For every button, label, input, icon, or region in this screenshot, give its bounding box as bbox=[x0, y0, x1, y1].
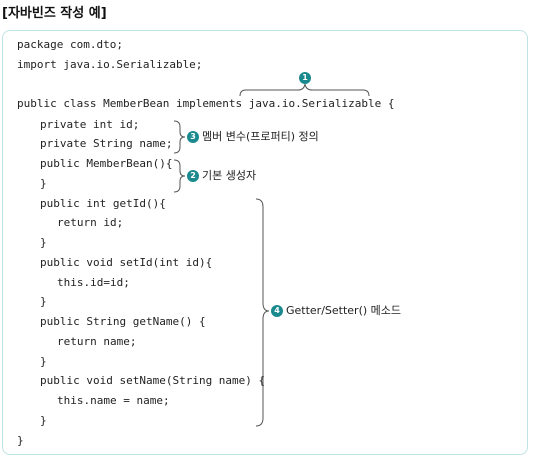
code-example-box bbox=[2, 30, 528, 455]
annotation-badge-1: 1 bbox=[299, 72, 311, 84]
code-line-package: package com.dto; bbox=[17, 38, 123, 51]
code-line-getname-close: } bbox=[40, 355, 47, 368]
code-line-class-decl: public class MemberBean implements java.… bbox=[17, 97, 395, 110]
annotation-fields-text: 멤버 변수(프로퍼티) 정의 bbox=[202, 130, 319, 143]
code-line-setid: public void setId(int id){ bbox=[40, 256, 213, 269]
code-line-constructor-close: } bbox=[40, 177, 47, 190]
annotation-badge-2: 2 bbox=[187, 170, 199, 182]
code-line-setname-close: } bbox=[40, 414, 47, 427]
annotation-getters-setters-text: Getter/Setter() 메소드 bbox=[286, 304, 402, 317]
code-line-return-id: return id; bbox=[57, 216, 124, 229]
code-line-constructor: public MemberBean(){ bbox=[40, 157, 173, 170]
annotation-badge-4: 4 bbox=[271, 305, 283, 317]
code-line-getid: public int getId(){ bbox=[40, 197, 166, 210]
code-line-class-close: } bbox=[17, 434, 24, 447]
code-line-return-name: return name; bbox=[57, 335, 137, 348]
code-line-getid-close: } bbox=[40, 236, 47, 249]
annotation-constructor-text: 기본 생성자 bbox=[202, 169, 257, 182]
brace-horizontal-1 bbox=[239, 83, 370, 97]
code-line-setname: public void setName(String name) { bbox=[40, 374, 266, 387]
brace-getters-setters bbox=[255, 198, 270, 427]
code-line-field-name: private String name; bbox=[40, 137, 173, 150]
code-line-field-id: private int id; bbox=[40, 118, 140, 131]
code-line-assign-id: this.id=id; bbox=[57, 276, 130, 289]
code-line-import: import java.io.Serializable; bbox=[17, 58, 203, 71]
brace-constructor bbox=[173, 159, 186, 193]
annotation-badge-3: 3 bbox=[187, 131, 199, 143]
code-line-assign-name: this.name = name; bbox=[57, 394, 170, 407]
page-title: [자바빈즈 작성 예] bbox=[2, 6, 107, 21]
code-line-getname: public String getName() { bbox=[40, 315, 206, 328]
brace-fields bbox=[173, 120, 186, 154]
code-line-setid-close: } bbox=[40, 295, 47, 308]
